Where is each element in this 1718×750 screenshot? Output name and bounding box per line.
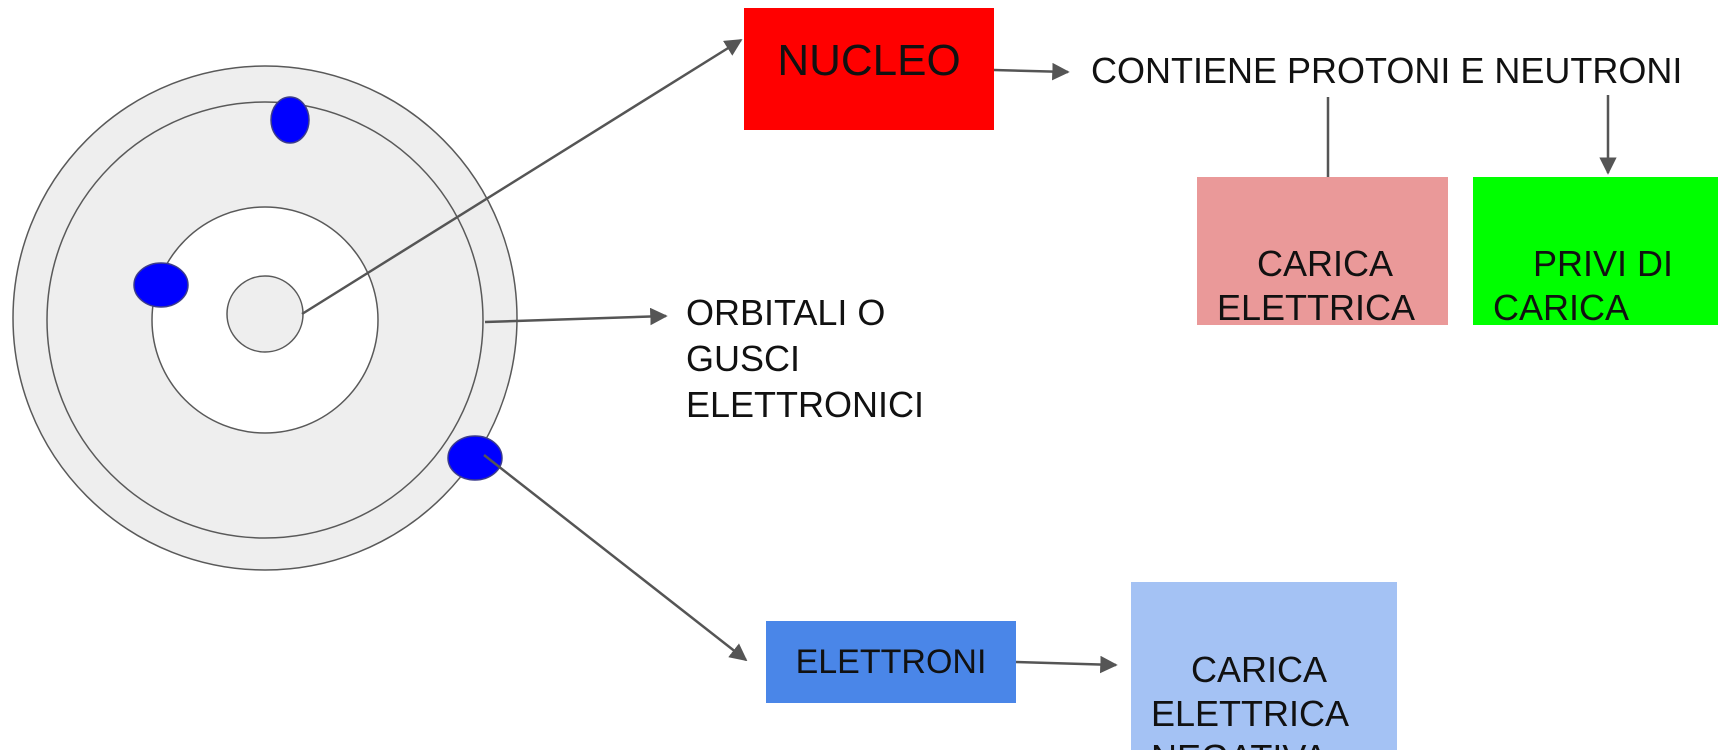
protons-charge-box: CARICA ELETTRICA POSITIVA [1197, 177, 1448, 325]
nucleus-box: NUCLEO [744, 8, 994, 130]
nucleus-content-arrow [993, 62, 1070, 81]
electrons-charge-text: CARICA ELETTRICA NEGATIVA [1151, 649, 1350, 750]
nucleus-arrow [301, 38, 743, 316]
protons-charge-text: CARICA ELETTRICA POSITIVA [1217, 243, 1416, 325]
electron-right [447, 435, 503, 481]
electron-top [270, 96, 310, 144]
electrons-arrow [483, 454, 748, 662]
orbitals-label: ORBITALI O GUSCI ELETTRONICI [686, 292, 925, 425]
nucleus-box-label: NUCLEO [777, 36, 961, 85]
nucleus-content-label: CONTIENE PROTONI E NEUTRONI [1091, 50, 1683, 91]
neutrons-charge-text: PRIVI DI CARICA ELETTRICA [1493, 243, 1674, 325]
orbitals-arrow [484, 307, 668, 326]
electrons-charge-box: CARICA ELETTRICA NEGATIVA [1131, 582, 1397, 750]
electrons-charge-arrow [1015, 655, 1118, 674]
nucleus [226, 275, 304, 353]
electrons-box-label: ELETTRONI [795, 642, 987, 681]
electrons-box: ELETTRONI [766, 621, 1016, 703]
neutrons-charge-box: PRIVI DI CARICA ELETTRICA [1473, 177, 1718, 325]
electron-left [133, 262, 189, 308]
